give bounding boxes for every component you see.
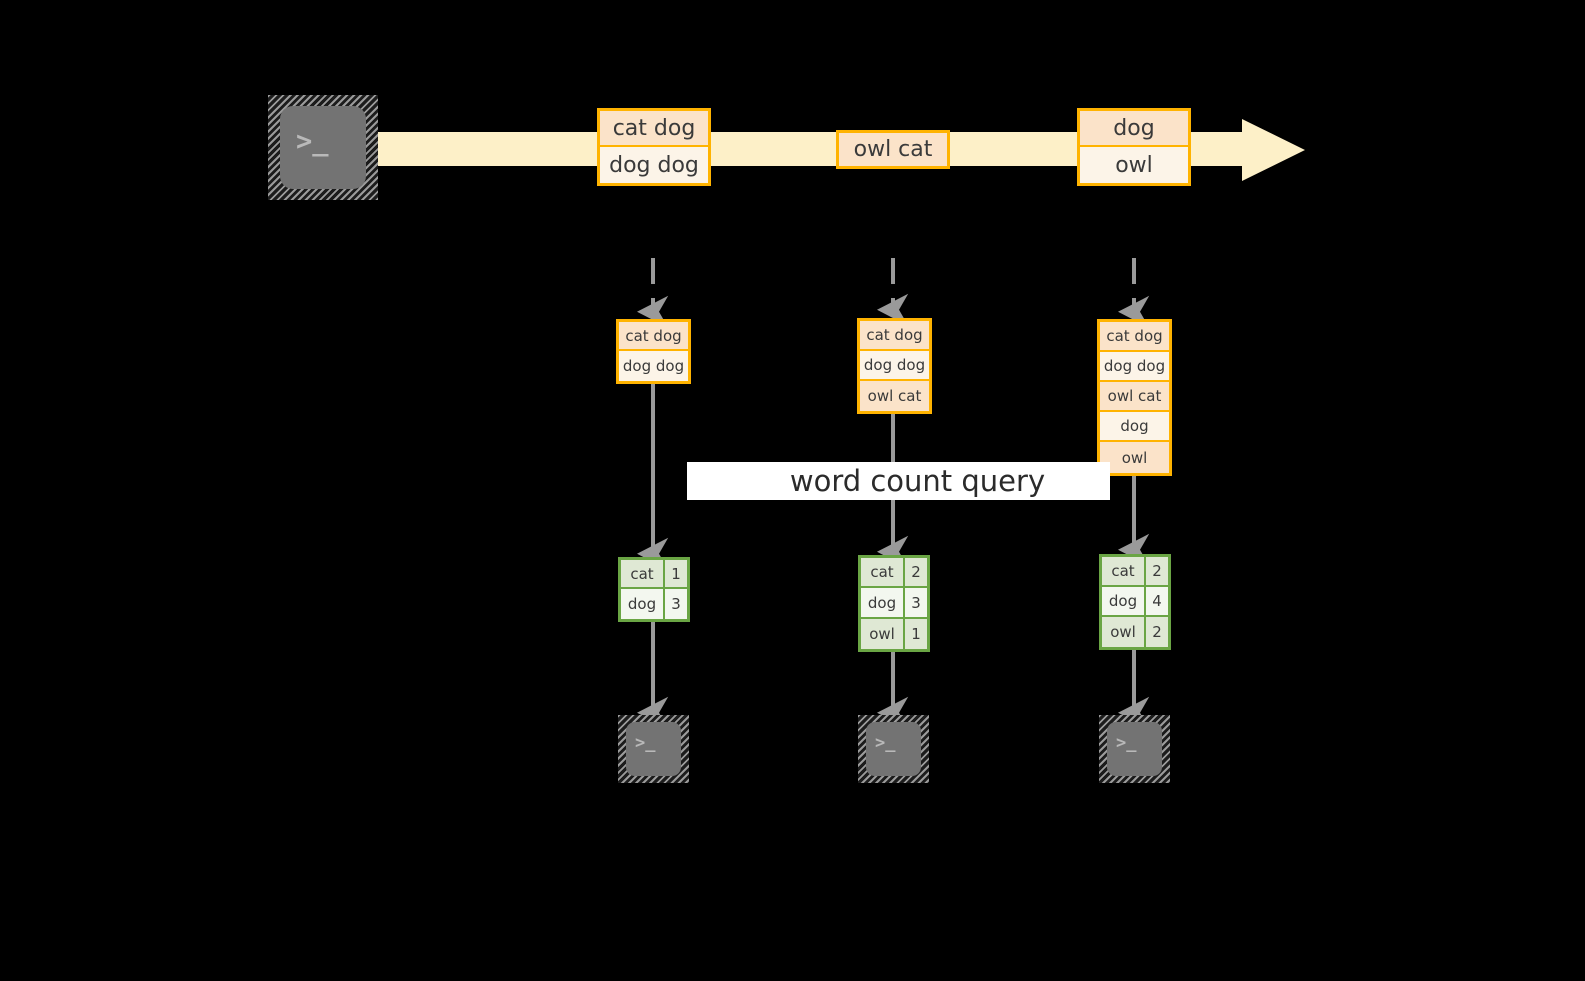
stream-record-line: cat dog: [600, 111, 708, 147]
table-row: dog 3: [861, 588, 927, 619]
stream-record-1: cat dog dog dog: [597, 108, 711, 186]
table-cell-count: 3: [905, 588, 927, 617]
sink-terminal-icon-3: >_: [1099, 715, 1170, 783]
snapshot-input-line: cat dog: [1100, 322, 1169, 352]
snapshot-input-line: owl cat: [1100, 382, 1169, 412]
snapshot-input-line: dog dog: [1100, 352, 1169, 382]
snapshot-input-line: cat dog: [860, 321, 929, 351]
sink-terminal-icon-2: >_: [858, 715, 929, 783]
snapshot-input-3: cat dog dog dog owl cat dog owl: [1097, 319, 1172, 476]
terminal-prompt-glyph: >_: [296, 126, 329, 157]
terminal-prompt-glyph: >_: [875, 733, 896, 753]
result-table-3: cat 2 dog 4 owl 2: [1099, 554, 1171, 650]
terminal-prompt-glyph: >_: [1116, 733, 1137, 753]
table-cell-count: 1: [665, 560, 687, 587]
snapshot-input-line: owl: [1100, 442, 1169, 473]
snapshot-input-1: cat dog dog dog: [616, 319, 691, 384]
table-cell-word: cat: [621, 560, 665, 587]
terminal-body: [866, 722, 921, 776]
terminal-body: [280, 106, 366, 189]
table-cell-count: 4: [1146, 587, 1168, 615]
snapshot-input-line: dog dog: [619, 351, 688, 381]
stream-record-line: owl: [1080, 147, 1188, 183]
table-cell-count: 3: [665, 589, 687, 619]
source-terminal-icon: >_: [268, 95, 378, 200]
snapshot-input-line: owl cat: [860, 381, 929, 411]
table-cell-word: owl: [1102, 617, 1146, 647]
table-row: owl 2: [1102, 617, 1168, 647]
table-row: dog 3: [621, 589, 687, 619]
table-cell-word: cat: [1102, 557, 1146, 585]
query-label-band: word count query: [687, 462, 1110, 500]
snapshot-input-line: dog: [1100, 412, 1169, 442]
snapshot-input-2: cat dog dog dog owl cat: [857, 318, 932, 414]
terminal-body: [1107, 722, 1162, 776]
table-cell-count: 2: [1146, 617, 1168, 647]
table-row: cat 2: [1102, 557, 1168, 587]
query-label-text: word count query: [789, 464, 1046, 498]
table-cell-count: 2: [905, 558, 927, 586]
table-row: cat 2: [861, 558, 927, 588]
stream-record-3: dog owl: [1077, 108, 1191, 186]
table-row: cat 1: [621, 560, 687, 589]
terminal-prompt-glyph: >_: [635, 733, 656, 753]
stream-record-line: dog: [1080, 111, 1188, 147]
table-cell-word: dog: [861, 588, 905, 617]
result-table-2: cat 2 dog 3 owl 1: [858, 555, 930, 652]
table-cell-count: 2: [1146, 557, 1168, 585]
stream-record-2: owl cat: [836, 130, 950, 169]
terminal-body: [626, 722, 681, 776]
table-row: dog 4: [1102, 587, 1168, 617]
snapshot-input-line: cat dog: [619, 322, 688, 351]
table-cell-word: dog: [621, 589, 665, 619]
table-cell-word: cat: [861, 558, 905, 586]
table-cell-word: dog: [1102, 587, 1146, 615]
result-table-1: cat 1 dog 3: [618, 557, 690, 622]
sink-terminal-icon-1: >_: [618, 715, 689, 783]
stream-record-line: dog dog: [600, 147, 708, 183]
table-cell-count: 1: [905, 619, 927, 649]
stream-record-line: owl cat: [839, 133, 947, 166]
table-cell-word: owl: [861, 619, 905, 649]
table-row: owl 1: [861, 619, 927, 649]
snapshot-input-line: dog dog: [860, 351, 929, 381]
